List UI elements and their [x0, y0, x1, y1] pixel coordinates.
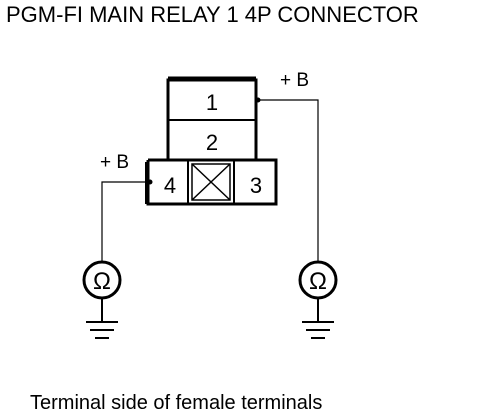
- left-probe-wire: [101, 181, 150, 262]
- terminal-1-label: 1: [206, 90, 218, 115]
- left-meter-symbol: Ω: [93, 268, 111, 295]
- terminal-2-label: 2: [206, 130, 218, 155]
- ohmmeter-icon: Ω: [298, 260, 338, 300]
- connector-body: [145, 76, 278, 206]
- ground-icon: [302, 298, 334, 339]
- ohmmeter-icon: Ω: [82, 260, 122, 300]
- right-probe-wire: [258, 99, 319, 262]
- page-title: PGM-FI MAIN RELAY 1 4P CONNECTOR: [6, 2, 419, 27]
- connector-lock-tab: [191, 163, 231, 201]
- ground-icon: [86, 298, 118, 339]
- right-probe-label: + B: [280, 70, 309, 91]
- terminal-1-probe-point: [255, 97, 261, 103]
- diagram-caption: Terminal side of female terminals: [30, 392, 323, 414]
- terminal-3-label: 3: [250, 173, 262, 198]
- terminal-4-label: 4: [164, 173, 176, 198]
- terminal-4-probe-point: [147, 179, 153, 185]
- right-meter-symbol: Ω: [309, 268, 327, 295]
- left-probe-label: + B: [100, 152, 129, 173]
